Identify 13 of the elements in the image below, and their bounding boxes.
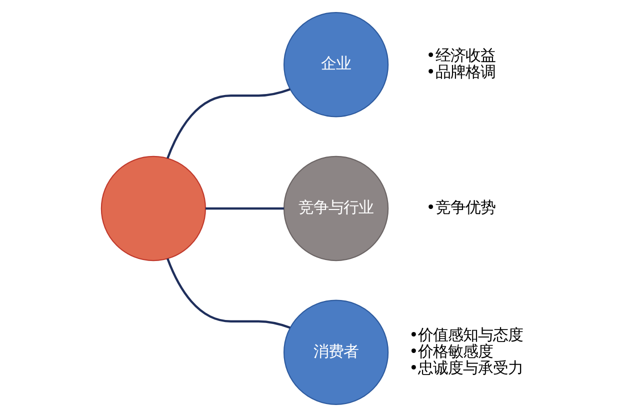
node-circle: 企业 [283, 12, 389, 118]
node-label: •竞争优势 [426, 198, 496, 217]
node-circle: 竞争与行业 [283, 156, 389, 262]
node-label: •品牌格调 [426, 63, 496, 82]
connector [166, 88, 290, 159]
node-circle: 消费者 [283, 300, 389, 405]
connector [166, 258, 290, 329]
node-label: •忠诚度与承受力 [409, 359, 524, 378]
node-label: •经济收益 [426, 46, 496, 64]
node-label: •价格敏感度 [409, 342, 494, 360]
connector [205, 207, 284, 210]
node-label: •价值感知与态度 [409, 326, 524, 344]
node-circle [100, 156, 206, 262]
